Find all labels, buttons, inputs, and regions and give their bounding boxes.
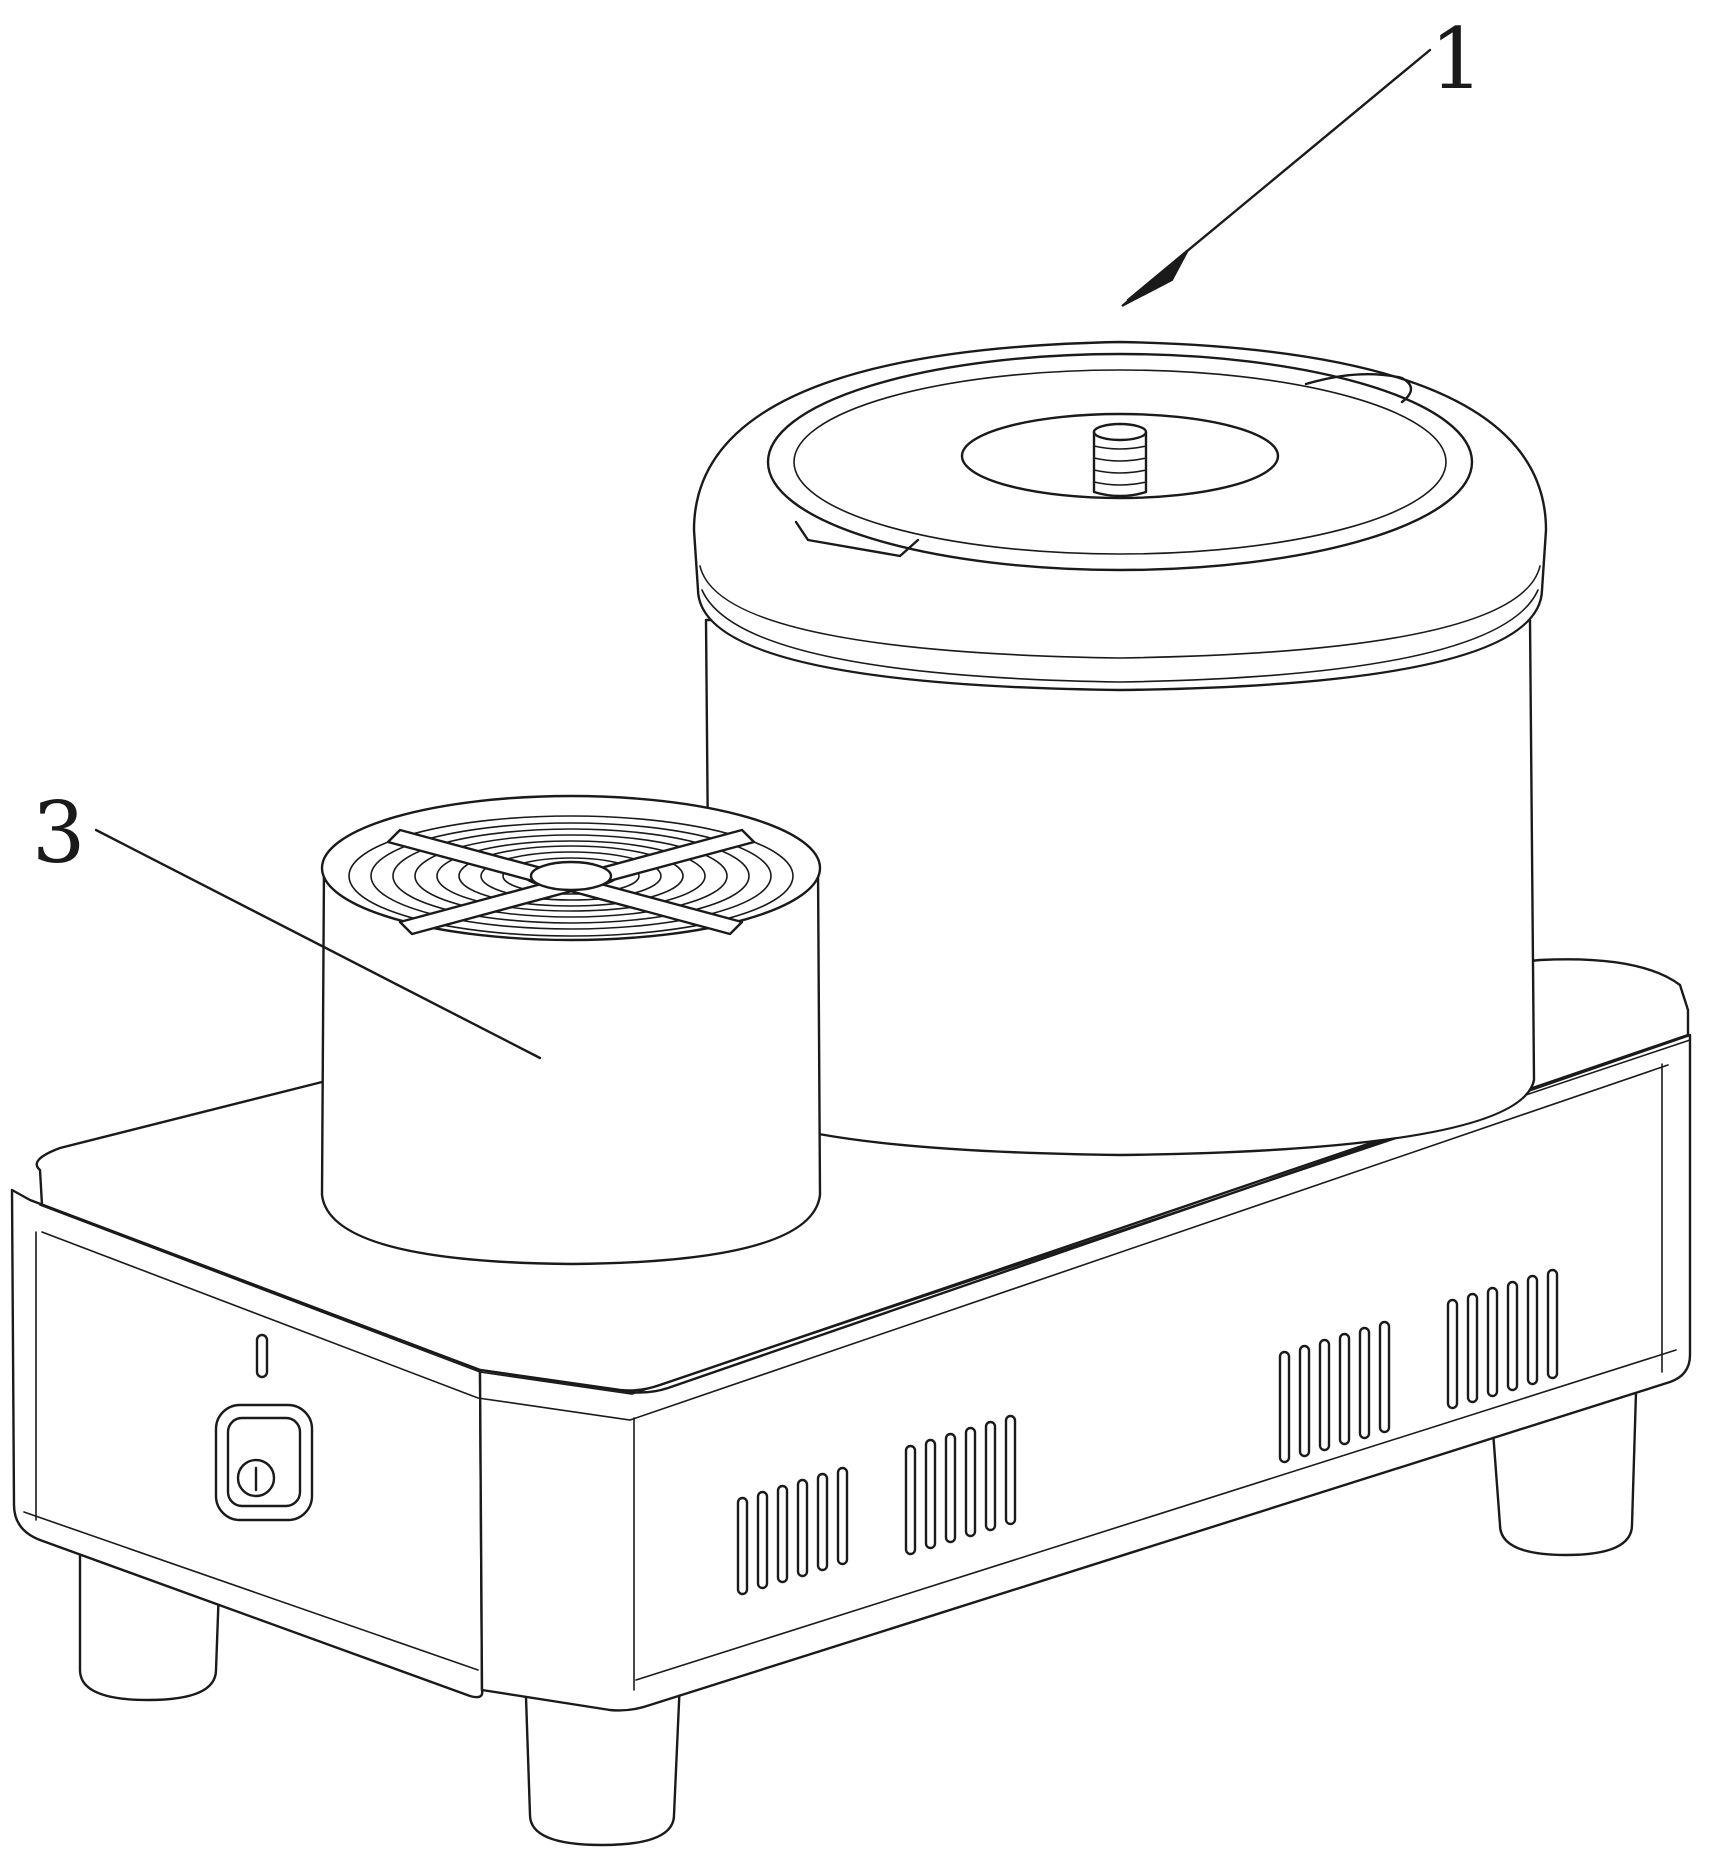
main-container-body <box>706 620 1534 1155</box>
power-button[interactable] <box>216 1405 312 1520</box>
small-container <box>322 796 820 1264</box>
label-1: 1 <box>1430 10 1483 108</box>
threaded-shaft <box>1094 424 1146 496</box>
leader-1: 1 <box>1122 10 1483 306</box>
label-3: 3 <box>32 784 85 882</box>
arrowhead-1 <box>1122 250 1188 306</box>
main-container <box>694 342 1546 1155</box>
